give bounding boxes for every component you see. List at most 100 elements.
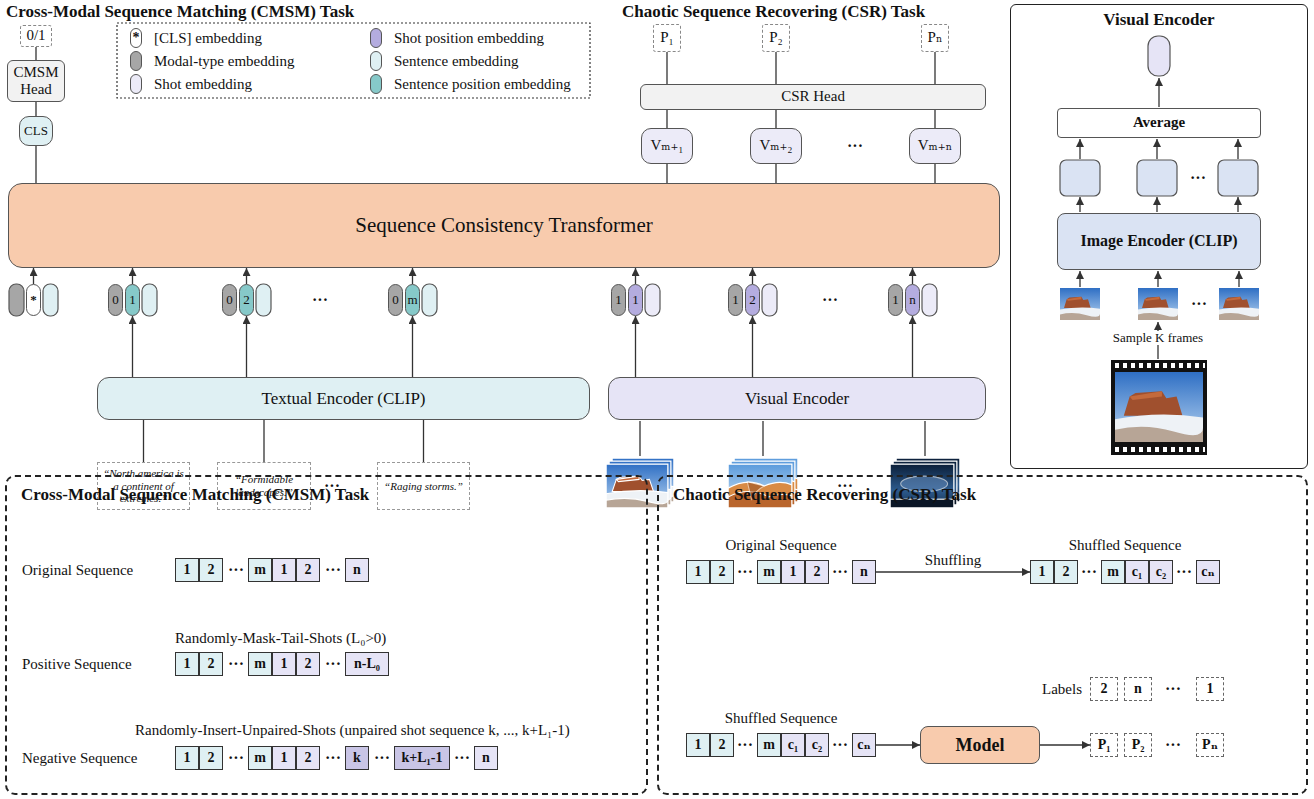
connector xyxy=(775,110,776,128)
node-text: 1 xyxy=(1039,564,1046,580)
connector xyxy=(912,268,913,284)
node-text: m xyxy=(407,293,417,308)
connector xyxy=(666,110,667,128)
ellipsis: ··· xyxy=(847,138,863,154)
node-text: n xyxy=(909,293,916,308)
section-title: Cross-Modal Sequence Matching (CMSM) Tas… xyxy=(6,2,354,21)
connector xyxy=(246,316,247,377)
connector xyxy=(423,420,424,462)
legend-text: Shot position embedding xyxy=(394,28,544,48)
sequence-cell: 2 xyxy=(296,558,320,582)
legend-swatch xyxy=(370,28,382,48)
sequence-cell: c₂ xyxy=(805,733,829,757)
output-box: Pₙ xyxy=(921,24,949,52)
node-text: 0 xyxy=(392,293,399,308)
embedding-pill: 1 xyxy=(728,284,743,316)
connector xyxy=(132,316,133,377)
node-text: P₂ xyxy=(1132,737,1145,753)
embedding-pill: n xyxy=(905,284,920,316)
connector xyxy=(1040,744,1090,745)
node-text: 2 xyxy=(208,656,215,672)
node-text: 2 xyxy=(719,564,726,580)
node-text: 2 xyxy=(305,562,312,578)
encoder-panel: AverageImage Encoder (CLIP)Visual Encode… xyxy=(1010,4,1308,469)
ellipsis: ··· xyxy=(228,750,244,766)
node-text: 0 xyxy=(226,293,233,308)
sequence-cell: n xyxy=(474,746,498,770)
ellipsis: ··· xyxy=(1191,296,1207,312)
node-text: c₂ xyxy=(812,737,822,753)
annotation: Labels xyxy=(1042,681,1082,698)
embedding-pill: 2 xyxy=(745,284,760,316)
ellipsis: ··· xyxy=(325,562,341,578)
node-text: cₙ xyxy=(1201,564,1214,580)
node-text: n xyxy=(353,562,361,578)
output-box: 0/1 xyxy=(20,25,52,47)
legend-text: Shot embedding xyxy=(154,74,252,94)
sequence-cell: m xyxy=(757,733,781,757)
annotation: Negative Sequence xyxy=(22,750,137,767)
node-text: 2 xyxy=(208,562,215,578)
ellipsis: ··· xyxy=(325,656,341,672)
ellipsis: ··· xyxy=(737,564,753,580)
sequence-cell: 2 xyxy=(1054,560,1078,584)
node-text: m xyxy=(254,562,266,578)
sequence-cell: m xyxy=(248,652,272,676)
node-text: 2 xyxy=(305,750,312,766)
annotation: Shuffled Sequence xyxy=(1069,537,1182,554)
connector xyxy=(876,571,1030,572)
task-panel: 12m12n12mc₁c₂cₙ2n112mc₁c₂cₙModelP₁P₂PₙCh… xyxy=(657,475,1308,795)
label-cell: n xyxy=(1124,677,1152,701)
node-text: 1 xyxy=(281,750,288,766)
ellipsis: ··· xyxy=(324,478,340,494)
head-box: CMSM Head xyxy=(7,60,65,102)
embedding-pill: 1 xyxy=(125,284,140,316)
node-text: 1 xyxy=(632,293,639,308)
node-text: 1 xyxy=(790,564,797,580)
node-text: m xyxy=(763,737,775,753)
ellipsis: ··· xyxy=(454,750,470,766)
sequence-cell: 1 xyxy=(272,652,296,676)
sequence-cell: m xyxy=(248,746,272,770)
node-text: Model xyxy=(956,735,1005,756)
encoder-box: Visual Encoder xyxy=(608,377,986,420)
connector xyxy=(912,316,913,377)
node-text: Average xyxy=(1133,114,1185,131)
node-text: 0/1 xyxy=(26,27,45,44)
connector xyxy=(263,420,264,462)
label-cell: 2 xyxy=(1090,677,1118,701)
sentence-box: “Raging storms.” xyxy=(377,462,470,510)
ellipsis: ··· xyxy=(228,562,244,578)
annotation: Randomly-Insert-Unpaired-Shots (unpaired… xyxy=(135,722,570,739)
node-text: m xyxy=(254,656,266,672)
node-text: 2 xyxy=(814,564,821,580)
node-text: c₂ xyxy=(1156,564,1166,580)
legend-text: Sentence position embedding xyxy=(394,74,571,94)
node-text: CLS xyxy=(24,124,48,139)
sequence-cell: m xyxy=(757,560,781,584)
section-title: Chaotic Sequence Recovering (CSR) Task xyxy=(622,2,925,21)
sequence-cell: c₁ xyxy=(1125,560,1149,584)
sequence-cell: cₙ xyxy=(1196,560,1220,584)
sequence-cell: 2 xyxy=(199,558,223,582)
transformer-block: Sequence Consistency Transformer xyxy=(8,183,1000,268)
node-text: m xyxy=(763,564,775,580)
node-text: 2 xyxy=(243,293,250,308)
connector xyxy=(246,268,247,284)
legend-swatch xyxy=(370,74,382,94)
connector xyxy=(752,268,753,284)
node-text: 1 xyxy=(184,750,191,766)
legend-swatch xyxy=(370,51,382,71)
sequence-cell: c₂ xyxy=(1149,560,1173,584)
node-text: Pₙ xyxy=(928,29,943,46)
connector xyxy=(143,420,144,462)
sequence-cell: 1 xyxy=(1030,560,1054,584)
sequence-cell: 1 xyxy=(272,558,296,582)
node-text: 1 xyxy=(1207,681,1214,697)
sequence-cell: 1 xyxy=(686,560,710,584)
node-text: Pₙ xyxy=(1202,737,1218,753)
connector xyxy=(635,316,636,377)
connector xyxy=(775,52,776,84)
embedding-pill: 0 xyxy=(388,284,403,316)
node-text: 1 xyxy=(732,293,739,308)
